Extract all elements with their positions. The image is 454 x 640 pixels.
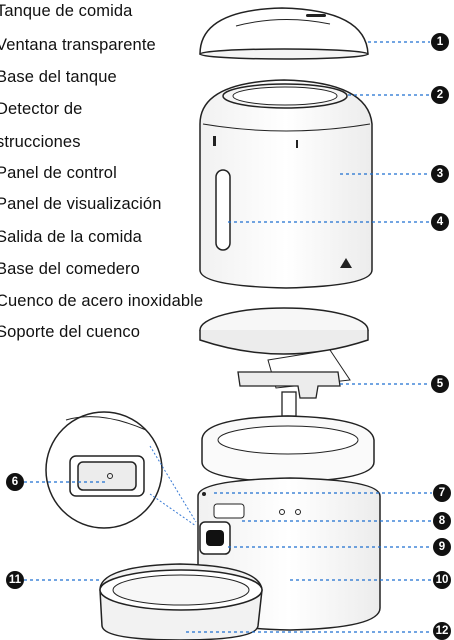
legend-item: Cuenco de acero inoxidable	[0, 292, 204, 310]
callout-badge-12: 12	[433, 622, 451, 640]
callout-badge-8: 8	[433, 512, 451, 530]
zoom-detail	[45, 411, 163, 529]
callout-badge-1: 1	[431, 33, 449, 51]
legend-item: Salida de la comida	[0, 228, 142, 246]
paddle-part	[237, 371, 341, 417]
callout-badge-4: 4	[431, 213, 449, 231]
legend-item: Tanque de comida	[0, 2, 133, 20]
callout-badge-11: 11	[6, 571, 24, 589]
callout-badge-7: 7	[433, 484, 451, 502]
lid-part	[199, 7, 369, 60]
callout-badge-2: 2	[431, 86, 449, 104]
legend-item: Ventana transparente	[0, 36, 156, 54]
leader-lines	[24, 41, 432, 633]
callout-badge-10: 10	[433, 571, 451, 589]
base-ring-part	[201, 415, 375, 483]
legend-item: Detector de	[0, 100, 83, 118]
callout-badge-5: 5	[431, 375, 449, 393]
legend-item: strucciones	[0, 133, 81, 151]
legend-item: Panel de visualización	[0, 195, 162, 213]
legend-item: Soporte del cuenco	[0, 323, 140, 341]
callout-badge-3: 3	[431, 165, 449, 183]
legend-item: Base del comedero	[0, 260, 140, 278]
callout-badge-9: 9	[433, 538, 451, 556]
legend-item: Panel de control	[0, 164, 117, 182]
callout-badge-6: 6	[6, 473, 24, 491]
legend-item: Base del tanque	[0, 68, 117, 86]
tank-part	[199, 79, 373, 289]
zoom-connector-lines	[149, 445, 197, 527]
bowl-part	[99, 563, 263, 640]
